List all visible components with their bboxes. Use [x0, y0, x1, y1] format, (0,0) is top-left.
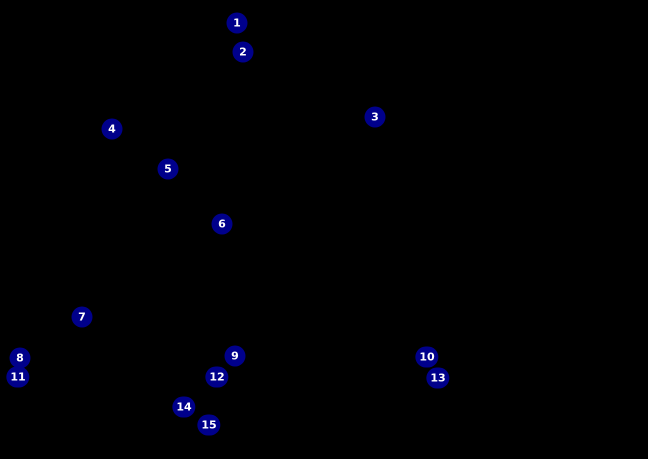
som-marker-label: 1: [233, 16, 241, 30]
som-marker-11[interactable]: 11: [6, 366, 30, 388]
som-marker-1[interactable]: 1: [226, 12, 248, 34]
som-marker-label: 2: [239, 45, 247, 59]
som-marker-12[interactable]: 12: [205, 366, 229, 388]
som-marker-10[interactable]: 10: [415, 346, 439, 368]
som-marker-9[interactable]: 9: [224, 345, 246, 367]
som-marker-label: 15: [201, 418, 217, 432]
som-marker-label: 8: [16, 351, 24, 365]
som-marker-13[interactable]: 13: [426, 367, 450, 389]
som-marker-label: 13: [430, 371, 446, 385]
som-marker-label: 7: [78, 310, 86, 324]
som-marker-8[interactable]: 8: [9, 347, 31, 369]
som-marker-label: 9: [231, 349, 239, 363]
som-marker-label: 10: [419, 350, 435, 364]
som-marker-2[interactable]: 2: [232, 41, 254, 63]
som-marker-label: 5: [164, 162, 172, 176]
som-marker-label: 4: [108, 122, 116, 136]
som-marker-4[interactable]: 4: [101, 118, 123, 140]
som-marker-label: 12: [209, 370, 225, 384]
som-marker-6[interactable]: 6: [211, 213, 233, 235]
som-marker-label: 11: [10, 370, 26, 384]
som-marker-15[interactable]: 15: [197, 414, 221, 436]
som-marker-3[interactable]: 3: [364, 106, 386, 128]
som-marker-label: 6: [218, 217, 226, 231]
som-marker-14[interactable]: 14: [172, 396, 196, 418]
som-marker-5[interactable]: 5: [157, 158, 179, 180]
som-marker-label: 14: [176, 400, 192, 414]
som-marker-label: 3: [371, 110, 379, 124]
som-marker-7[interactable]: 7: [71, 306, 93, 328]
